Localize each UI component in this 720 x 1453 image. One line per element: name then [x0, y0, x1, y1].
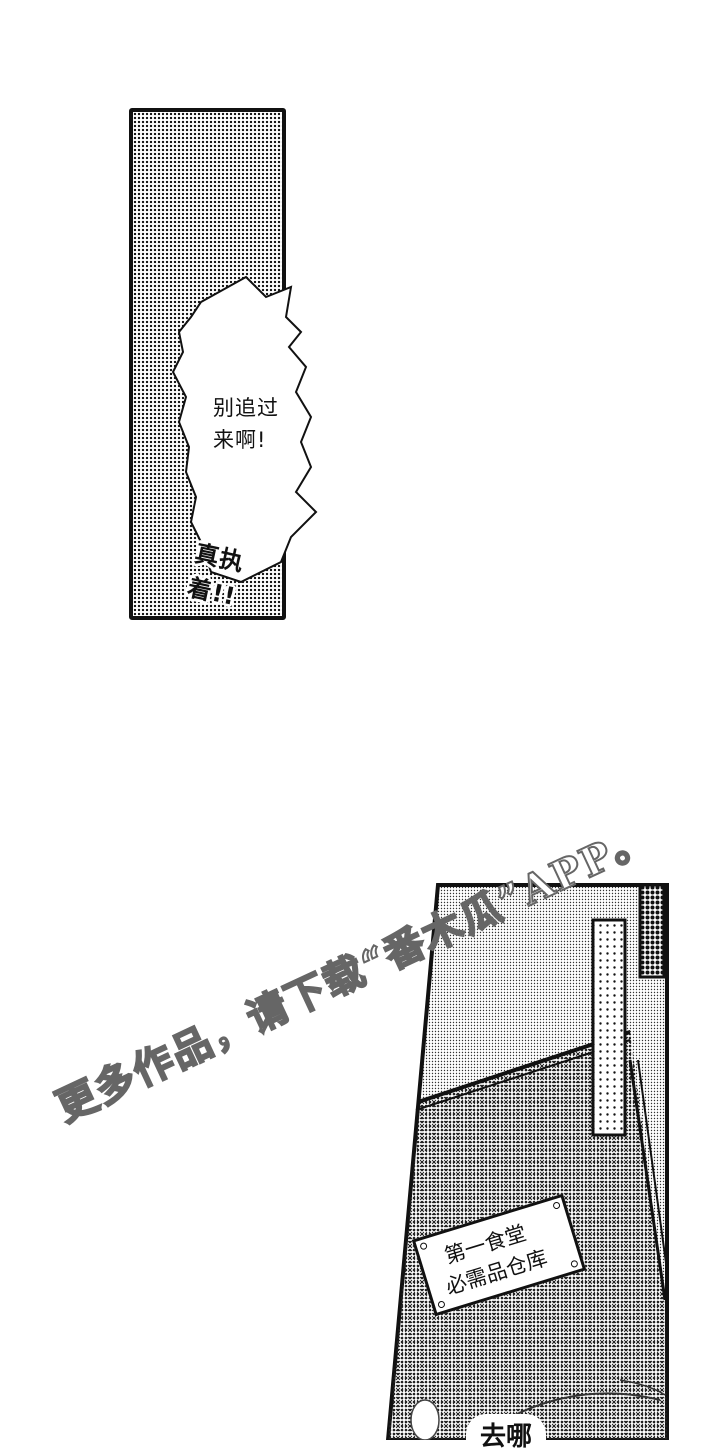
speech-line-2: 来啊! — [213, 428, 267, 452]
speech-bubble-text: 别追过 来啊! — [213, 392, 279, 456]
sign-screw — [437, 1300, 446, 1309]
jagged-speech-bubble — [171, 275, 318, 584]
manga-panel-top: 别追过 来啊! 真执着!! — [129, 108, 318, 620]
sign-screw — [570, 1259, 579, 1269]
partial-speech-bubble: 去哪 — [466, 1414, 547, 1453]
speech-line-1: 别追过 — [213, 396, 279, 420]
sign-screw — [419, 1241, 428, 1251]
sign-screw — [552, 1201, 561, 1210]
